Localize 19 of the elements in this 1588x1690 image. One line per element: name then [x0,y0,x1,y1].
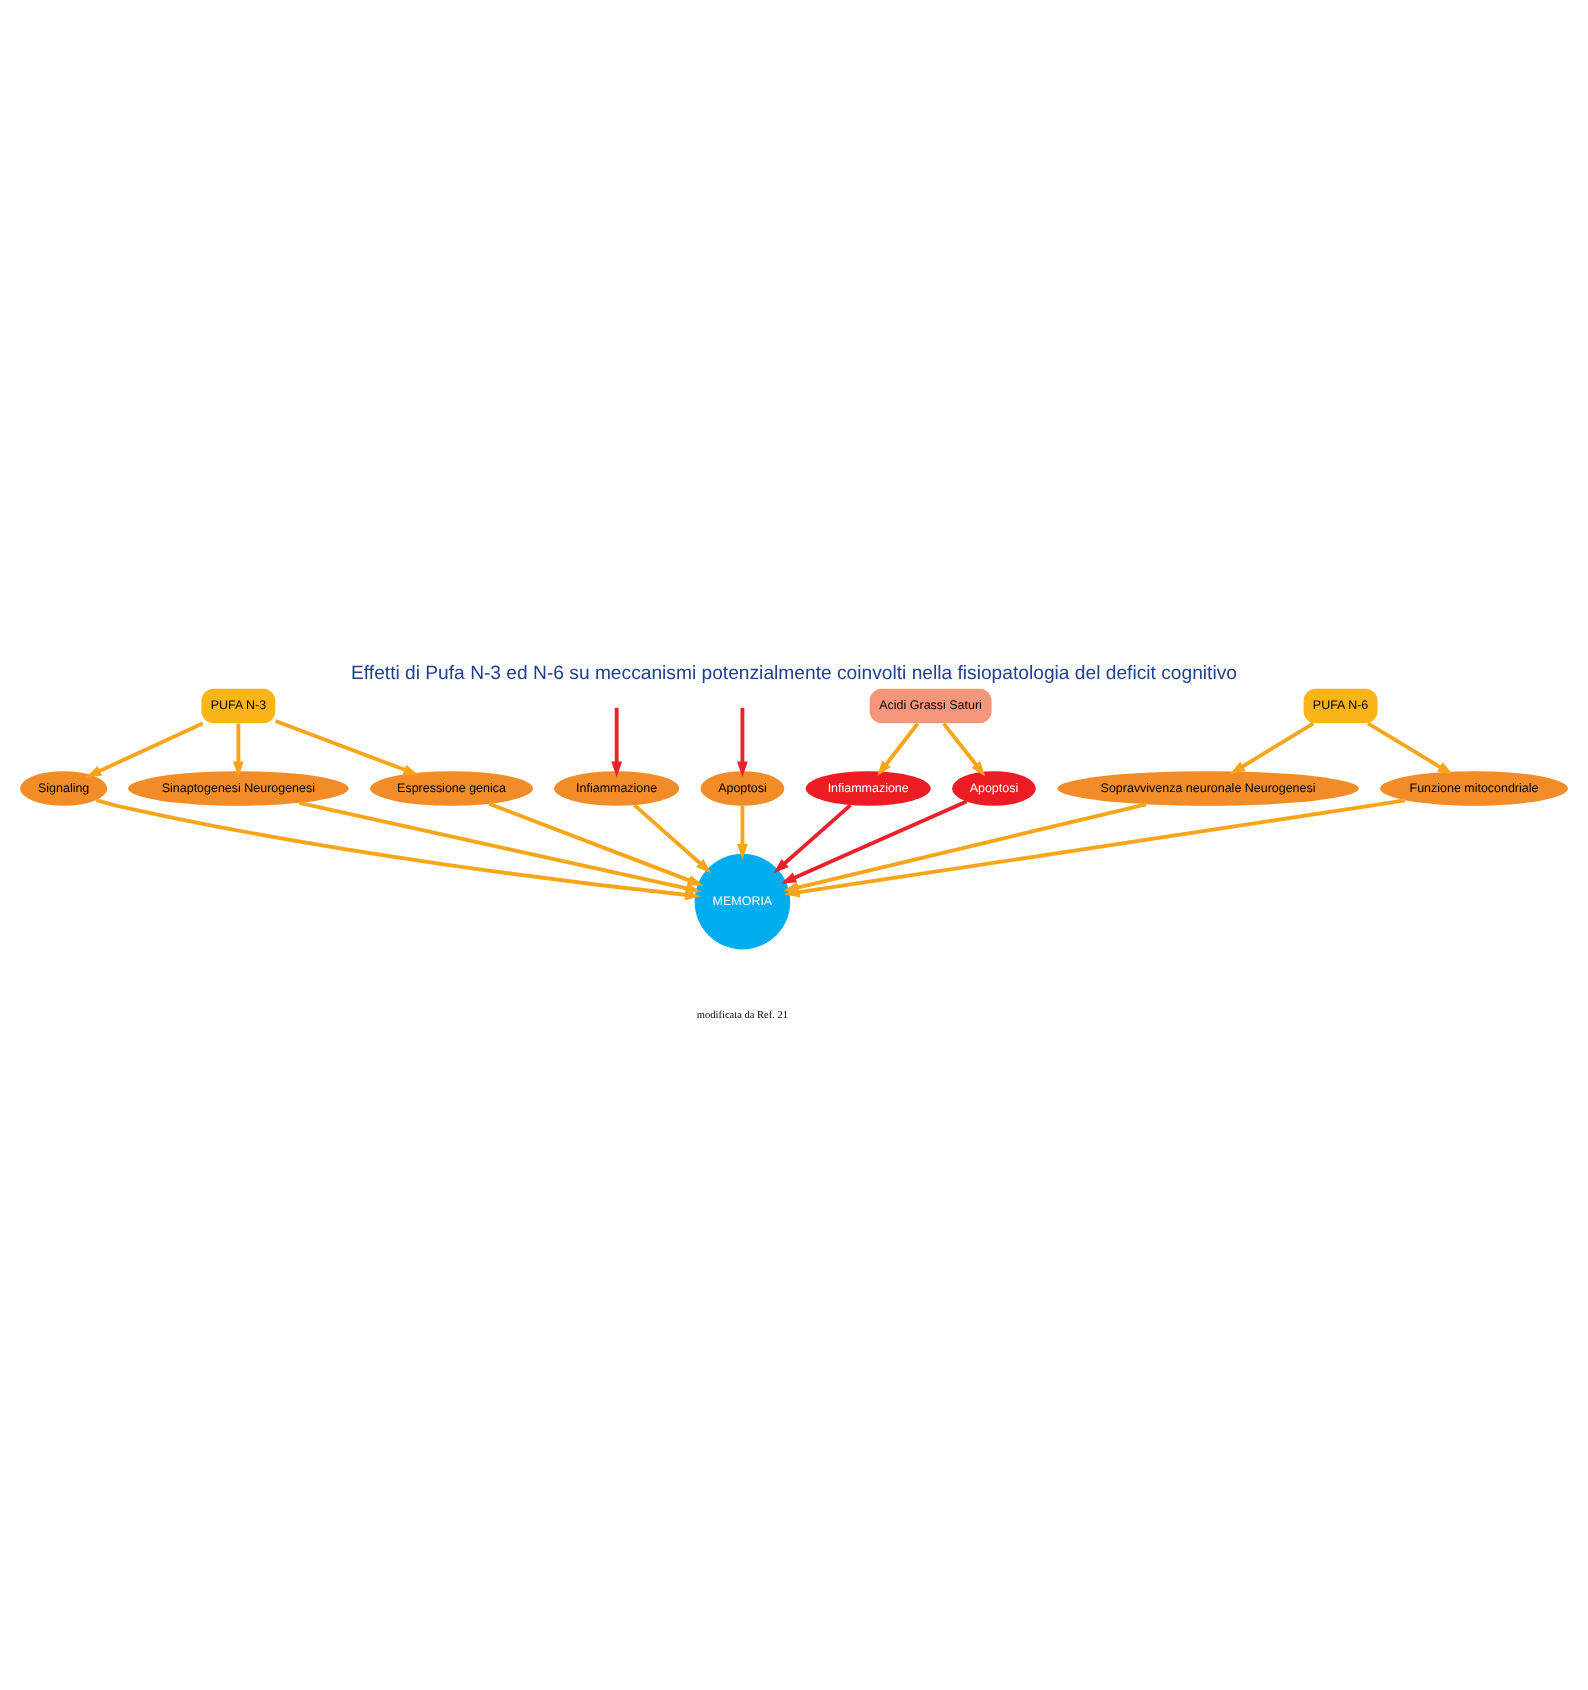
arrow [274,718,419,775]
arrow [85,720,204,777]
arrow [1229,720,1315,774]
arrow [783,801,1147,892]
arrow [233,722,244,776]
arrow [737,804,748,859]
arrow [784,797,1406,897]
arrow [1366,720,1454,774]
diagram-title: Effetti di Pufa N-3 ed N-6 su meccanismi potenzialmente coinvolti nella fisiopatologia del deficit cognitivo [351,662,1237,685]
arrow [95,797,701,900]
arrow [942,721,986,776]
arrow [877,721,920,775]
arrow [611,706,623,776]
arrow [488,801,704,885]
arrow [299,800,702,893]
arrow [780,798,968,883]
arrow [737,706,748,776]
arrow [773,802,852,873]
arrow [633,802,712,873]
